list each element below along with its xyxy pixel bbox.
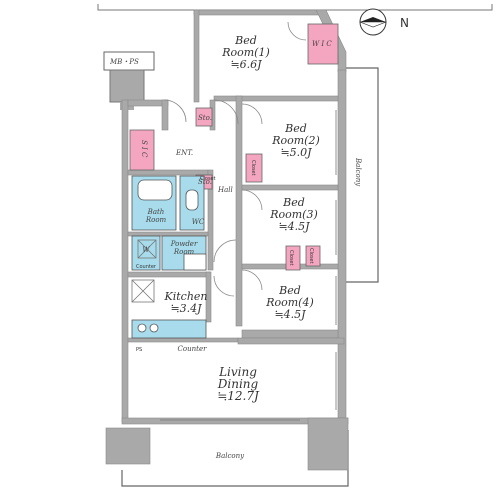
balcony-right-label: Balcony	[354, 157, 362, 187]
bed3-name: Bed	[282, 196, 305, 209]
north-label: N	[400, 16, 409, 30]
ent-label: ENT.	[175, 149, 193, 157]
closet1-label: Closet	[250, 160, 256, 176]
closet2-label: Closet	[308, 248, 314, 264]
mbps-shaft	[103, 51, 155, 110]
balcony-right-outline	[340, 67, 379, 283]
bed1-name: Bed	[234, 34, 257, 47]
w-label: W	[142, 246, 150, 254]
wc-label: WC	[192, 218, 205, 226]
windows	[160, 110, 337, 421]
wet-area	[131, 175, 207, 339]
counter-small-label: Counter	[136, 264, 157, 270]
wic-label: W I C	[312, 40, 332, 48]
closet4-label: Closet	[200, 176, 216, 182]
sto2-label: Sto.	[198, 178, 212, 186]
powder-label: Powder	[170, 240, 198, 248]
walls	[105, 9, 349, 471]
bed3-name2: Room(3)	[269, 208, 318, 221]
ps-label: PS	[136, 347, 142, 353]
kitchen-size: ≒3.4J	[170, 302, 202, 315]
bed1-name2: Room(1)	[221, 46, 270, 59]
sic-label: S I C	[140, 140, 148, 158]
closets	[129, 23, 339, 271]
bed2-size: ≒5.0J	[280, 146, 312, 159]
powder-label2: Room	[173, 248, 195, 256]
bed3-size: ≒4.5J	[278, 220, 310, 233]
mbps-label: MB・PS	[109, 58, 139, 66]
bed2-name: Bed	[284, 122, 307, 135]
living-size: ≒12.7J	[217, 389, 260, 403]
bath-label: Bath	[147, 208, 165, 216]
living-name2: Dining	[217, 377, 259, 391]
north-arrow-icon: N	[359, 8, 409, 36]
door-swings	[163, 21, 307, 297]
sto1-label: Sto.	[198, 114, 212, 122]
site-outline	[97, 4, 493, 11]
bed1-size: ≒6.6J	[230, 58, 262, 71]
bed2-name2: Room(2)	[271, 134, 320, 147]
balcony-bottom-label: Balcony	[215, 452, 245, 460]
living-name: Living	[218, 365, 257, 379]
bed4-size: ≒4.5J	[274, 308, 306, 321]
bed4-name2: Room(4)	[265, 296, 314, 309]
fridge-space	[131, 239, 157, 303]
counter-label: Counter	[178, 345, 208, 353]
bath-label2: Room	[145, 216, 167, 224]
hall-label: Hall	[217, 186, 233, 194]
closet3-label: Closet	[288, 250, 294, 266]
kitchen-name: Kitchen	[164, 290, 208, 303]
bed4-name: Bed	[278, 284, 301, 297]
